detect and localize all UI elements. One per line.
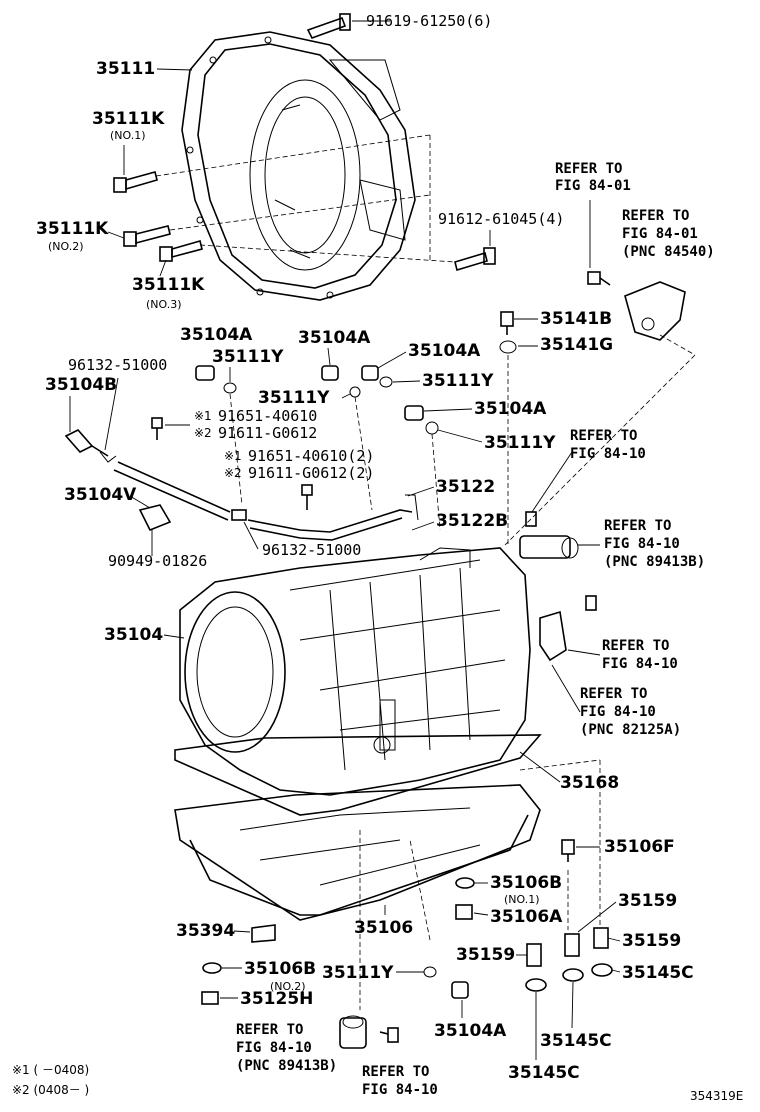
diagram-code: 354319E <box>690 1089 743 1103</box>
ref-fig-84-10-b-line2: FIG 84-10 <box>604 536 680 552</box>
bolt-no1-drawing <box>113 145 158 193</box>
ref-fig-84-01-b-line1: REFER TO <box>622 208 689 224</box>
label-gasket-no2: 35106B <box>244 959 316 979</box>
label-bolt-no2: 35111K <box>36 219 109 239</box>
label-union-a5: 35104A <box>434 1021 507 1041</box>
label-plug-159c: 35159 <box>456 945 515 965</box>
label-plug-159a: 35159 <box>618 891 677 911</box>
union-a1-drawing <box>195 365 237 394</box>
label-gasket-145b: 35145C <box>540 1031 612 1051</box>
ref-fig-84-01-a-line1: REFER TO <box>555 161 622 177</box>
label-hose-2: 96132-51000 <box>262 541 361 559</box>
label-bolt-alt3-mark: ※1 <box>224 449 242 463</box>
ref-fig-84-10-d-line3: (PNC 82125A) <box>580 722 681 738</box>
bolt-mid-drawing <box>454 230 496 272</box>
label-tube: 35122 <box>436 477 495 497</box>
bolt-no3-drawing <box>159 240 203 262</box>
label-oring-4: 35111Y <box>484 433 556 453</box>
label-oring-1: 35111Y <box>212 347 284 367</box>
label-bolt-alt2: 91611-G0612 <box>218 424 317 442</box>
label-bolt-no1: 35111K <box>92 109 165 129</box>
label-pan: 35106 <box>354 918 413 938</box>
ref-fig-84-10-f-line2: FIG 84-10 <box>362 1082 438 1098</box>
label-breather-gasket: 35141G <box>540 335 613 355</box>
label-union-a2: 35104A <box>298 328 371 348</box>
label-gasket-145a: 35145C <box>622 963 694 983</box>
label-gasket-145c: 35145C <box>508 1063 580 1083</box>
ref-fig-84-10-d-line1: REFER TO <box>580 686 647 702</box>
ref-fig-84-10-e-line1: REFER TO <box>236 1022 303 1038</box>
label-magnet: 35394 <box>176 921 235 941</box>
ref-fig-84-10-e-line2: FIG 84-10 <box>236 1040 312 1056</box>
footnote-1: ※1 ( －0408) <box>12 1063 89 1077</box>
bell-housing-drawing <box>181 31 416 301</box>
label-clip: 90949-01826 <box>108 552 207 570</box>
ref-fig-84-10-c-line1: REFER TO <box>602 638 669 654</box>
breather-drawing <box>499 311 517 545</box>
label-bolt-alt1-mark: ※1 <box>194 409 212 423</box>
label-pan-bolt: 35106F <box>604 837 675 857</box>
label-gasket-no1: 35106B <box>490 873 562 893</box>
label-bolt-top: 91619-61250(6) <box>366 12 492 30</box>
label-vent: 35104V <box>64 485 137 505</box>
sensor-upper-drawing <box>504 200 696 546</box>
union-a3-drawing <box>361 365 393 388</box>
bolt-top-drawing <box>306 13 390 39</box>
transmission-drawing <box>179 547 531 796</box>
ref-fig-84-10-b-line3: (PNC 89413B) <box>604 554 705 570</box>
footnote-2: ※2 (0408－ ) <box>12 1083 89 1097</box>
ref-fig-84-10-e-line3: (PNC 89413B) <box>236 1058 337 1074</box>
label-gasket-no2-sub: (NO.2) <box>270 980 306 993</box>
label-union-a4: 35104A <box>474 399 547 419</box>
ref-fig-84-10-b-line1: REFER TO <box>604 518 671 534</box>
label-drain-plug: 35125H <box>240 989 313 1009</box>
sensor-side-drawing <box>519 451 597 713</box>
label-bolt-no1-sub: (NO.1) <box>110 129 146 142</box>
pan-gasket-drawing <box>174 734 561 816</box>
label-oring-2: 35111Y <box>258 388 330 408</box>
label-transmission: 35104 <box>104 625 163 645</box>
label-union-b: 35104B <box>45 375 117 395</box>
bolt-no2-drawing <box>123 225 171 247</box>
ref-fig-84-01-b-line2: FIG 84-01 <box>622 226 698 242</box>
label-oring-5: 35111Y <box>322 963 394 983</box>
label-tube-clamp: 35122B <box>436 511 508 531</box>
label-bolt-no2-sub: (NO.2) <box>48 240 84 253</box>
label-bolt-mid: 91612-61045(4) <box>438 210 564 228</box>
ref-fig-84-10-f-line1: REFER TO <box>362 1064 429 1080</box>
ref-fig-84-10-a-line1: REFER TO <box>570 428 637 444</box>
label-bolt-alt4-mark: ※2 <box>224 466 242 480</box>
label-bolt-alt4: 91611-G0612(2) <box>248 464 374 482</box>
ref-fig-84-10-d-line2: FIG 84-10 <box>580 704 656 720</box>
label-bolt-alt1: 91651-40610 <box>218 407 317 425</box>
label-union-a3: 35104A <box>408 341 481 361</box>
ref-fig-84-01-a-line2: FIG 84-01 <box>555 178 631 194</box>
ref-fig-84-10-c-line2: FIG 84-10 <box>602 656 678 672</box>
label-bell-housing: 35111 <box>96 59 155 79</box>
sensor-lower-drawing <box>339 1015 399 1049</box>
label-union-a1: 35104A <box>180 325 253 345</box>
label-gasket-no1-sub: (NO.1) <box>504 893 540 906</box>
label-plug-a: 35106A <box>490 907 563 927</box>
label-bolt-no3-sub: (NO.3) <box>146 298 182 311</box>
label-breather-plug: 35141B <box>540 309 612 329</box>
label-bolt-no3: 35111K <box>132 275 205 295</box>
label-hose-1: 96132-51000 <box>68 356 167 374</box>
bolt-alt-drawing <box>151 417 313 510</box>
ref-fig-84-10-a-line2: FIG 84-10 <box>570 446 646 462</box>
label-bolt-alt2-mark: ※2 <box>194 426 212 440</box>
hose-assembly-drawing <box>64 377 419 556</box>
ref-fig-84-01-b-line3: (PNC 84540) <box>622 244 715 260</box>
label-pan-gasket: 35168 <box>560 773 619 793</box>
oil-pan-drawing <box>174 784 541 921</box>
label-oring-3: 35111Y <box>422 371 494 391</box>
label-bolt-alt3: 91651-40610(2) <box>248 447 374 465</box>
label-plug-159b: 35159 <box>622 931 681 951</box>
